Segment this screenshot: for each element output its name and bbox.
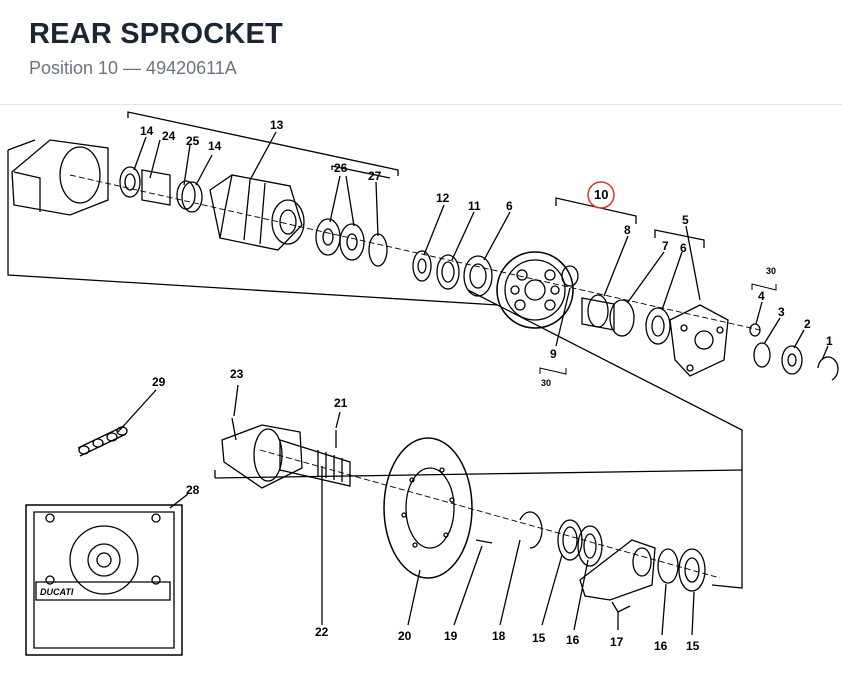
sprocket-2 <box>781 345 803 375</box>
circlip-18 <box>519 511 543 549</box>
bearing-14b <box>181 181 203 213</box>
wheel-shaft <box>279 439 351 487</box>
callout-13: 13 <box>270 118 284 132</box>
callout-17: 17 <box>610 635 624 649</box>
chain-guide-plate-28 <box>25 504 183 656</box>
callout-7: 7 <box>662 239 669 253</box>
torque-label-a: 30 <box>541 378 551 388</box>
nut-4 <box>749 323 761 337</box>
page-title: REAR SPROCKET <box>29 18 283 50</box>
torque-bracket-a <box>539 367 567 375</box>
washer-6a <box>463 255 493 297</box>
bearing-26a <box>315 218 341 256</box>
washer-12 <box>412 250 432 282</box>
callout-20: 20 <box>398 629 412 643</box>
washer-3 <box>753 342 771 368</box>
callout-1: 1 <box>826 334 833 348</box>
callout-25: 25 <box>186 134 200 148</box>
callout-19: 19 <box>444 629 458 643</box>
callout-21: 21 <box>334 396 348 410</box>
chain-link-29 <box>77 425 128 457</box>
stud-23 <box>231 417 237 441</box>
caliper-bracket-17 <box>579 539 656 601</box>
brake-disc-20 <box>383 437 473 579</box>
exploded-diagram: 14 24 25 14 13 26 27 12 11 6 10 8 5 7 6 … <box>0 105 842 676</box>
bolt-19 <box>475 539 493 544</box>
callout-6: 6 <box>506 199 513 213</box>
callout-15: 15 <box>686 639 700 653</box>
callout-11: 11 <box>468 199 481 213</box>
callout-14: 14 <box>208 139 222 153</box>
housing-part <box>11 139 109 216</box>
torque-bracket-b <box>751 283 777 291</box>
callout-23: 23 <box>230 367 244 381</box>
axis-top <box>69 174 761 331</box>
callout-12: 12 <box>436 191 450 205</box>
housing-edge <box>13 171 41 212</box>
bracket-5 <box>654 229 705 248</box>
bearing-14a <box>119 166 141 198</box>
callout-16: 16 <box>566 633 580 647</box>
callout-18: 18 <box>492 629 506 643</box>
callout-15: 15 <box>532 631 546 645</box>
callout-24: 24 <box>162 129 176 143</box>
bearing-26b <box>339 223 365 261</box>
seal-15b <box>678 548 706 592</box>
axis-bottom <box>259 449 721 579</box>
frame-top-left <box>7 139 36 151</box>
circlip-27 <box>368 233 388 267</box>
bearing-16b <box>657 548 679 584</box>
wheel-hub-flange <box>221 424 303 489</box>
frame-right <box>467 289 743 589</box>
page-header: REAR SPROCKET Position 10 — 49420611A <box>0 0 842 105</box>
callout-14: 14 <box>140 124 154 138</box>
callout-29: 29 <box>152 375 166 389</box>
rear-sprocket <box>496 251 574 329</box>
spacer-8 <box>581 297 615 331</box>
seal-15a <box>557 519 583 561</box>
callout-4: 4 <box>758 289 765 303</box>
callout-6: 6 <box>680 241 687 255</box>
callout-16: 16 <box>654 639 668 653</box>
callout-10: 10 <box>594 187 608 202</box>
bracket-26-27 <box>331 165 391 179</box>
flange-5 <box>669 304 729 377</box>
spacer-24 <box>141 169 171 206</box>
highlight-ring <box>587 181 615 209</box>
callout-5: 5 <box>682 213 689 227</box>
part-subtitle: Position 10 — 49420611A <box>29 58 237 78</box>
washer-6b <box>645 307 671 345</box>
callout-28: 28 <box>186 483 200 497</box>
callout-2: 2 <box>804 317 811 331</box>
frame-line-left <box>7 150 499 306</box>
bush-7 <box>609 299 635 337</box>
diagram-svg: 14 24 25 14 13 26 27 12 11 6 10 8 5 7 6 … <box>7 111 839 656</box>
ring-11 <box>436 254 460 290</box>
housing-bore <box>59 146 101 204</box>
nut-9 <box>561 265 579 287</box>
bracket-13 <box>127 111 399 176</box>
callout-27: 27 <box>368 169 382 183</box>
eccentric-hub <box>209 174 303 251</box>
callout-3: 3 <box>778 305 785 319</box>
callout-22: 22 <box>315 625 329 639</box>
bearing-16a <box>577 525 603 567</box>
callout-8: 8 <box>624 223 631 237</box>
frame-lower-line <box>214 469 743 479</box>
torque-label-b: 30 <box>766 266 776 276</box>
clip-1 <box>817 356 839 381</box>
callout-9: 9 <box>550 347 557 361</box>
ducati-logo-text: DUCATI <box>40 587 74 597</box>
callout-26: 26 <box>334 161 348 175</box>
